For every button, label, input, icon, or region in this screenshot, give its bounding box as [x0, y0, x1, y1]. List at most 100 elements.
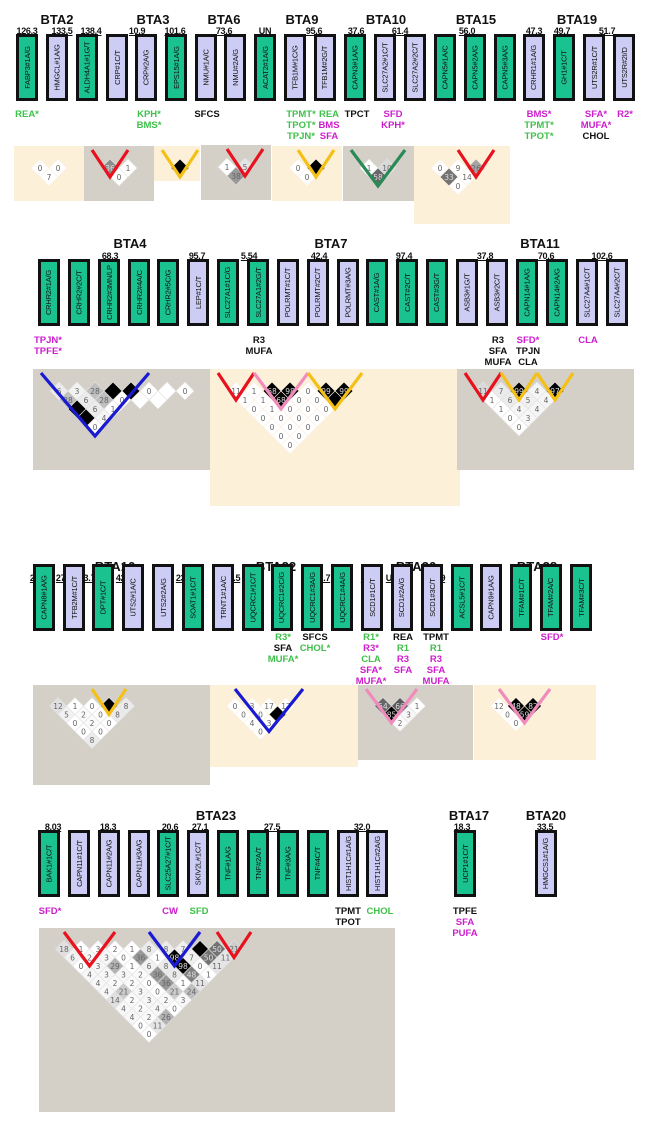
ld-value: 4	[102, 414, 107, 423]
ld-value: 0	[315, 396, 320, 405]
trait-label: TPFE	[452, 906, 478, 917]
trait-label: TPJN*	[34, 335, 62, 346]
ld-value: 0	[147, 1030, 152, 1039]
position-label: UN	[258, 26, 272, 36]
trait-label: SFA	[488, 346, 508, 357]
gene-marker-label: CAPN9#1A/G	[486, 575, 496, 620]
gene-marker-label: NMU#1A/C	[201, 49, 211, 86]
ld-value: 8	[115, 711, 120, 720]
ld-value: 1	[499, 405, 504, 414]
trait-label: SFA*	[584, 109, 608, 120]
gene-marker: SCD1#2A/G	[391, 564, 413, 631]
trait-label-group: CHOL	[367, 906, 394, 917]
gene-marker: POLRMT#2C/T	[307, 259, 329, 326]
ld-value: 68	[276, 396, 286, 405]
trait-label-group: SFD	[190, 906, 209, 917]
trait-label: SFD*	[516, 335, 540, 346]
ld-value: 0	[38, 164, 43, 173]
trait-label: BMS*	[136, 120, 162, 131]
ld-value: 0	[438, 164, 443, 173]
gene-marker-label: ASB3#1G/T	[462, 273, 472, 312]
gene-marker: POLRMT#3A/G	[337, 259, 359, 326]
ld-value: 98	[285, 387, 295, 396]
haplotype-block-outline	[497, 688, 552, 726]
chromosome-title: BTA20	[525, 808, 567, 823]
position-label: 37.8	[476, 251, 494, 261]
haplotype-block-outline	[216, 372, 256, 403]
ld-value: 1	[130, 945, 135, 954]
trait-label: MUFA*	[355, 676, 387, 687]
ld-value: 7	[189, 954, 194, 963]
ld-value: 0	[81, 728, 86, 737]
ld-value: 8	[164, 945, 169, 954]
gene-marker-label: CAST#3G/T	[432, 272, 442, 313]
ld-cell	[175, 381, 195, 401]
haplotype-block-outline	[364, 688, 419, 726]
gene-marker-label: UTS2R#1C/T	[589, 45, 599, 90]
gene-marker-label: TNF#2A/T	[253, 847, 263, 880]
ld-value: 2	[113, 979, 118, 988]
trait-label: KPH*	[137, 109, 161, 120]
trait-label: R3	[252, 335, 266, 346]
ld-value: 5	[526, 396, 531, 405]
trait-label-group: TPJN*TPFE*	[34, 335, 62, 357]
trait-label: R3*	[363, 643, 379, 654]
gene-marker-label: TNF#4C/T	[313, 846, 323, 881]
trait-label: TPOT	[335, 917, 361, 928]
position-label: 56.0	[458, 26, 476, 36]
gene-marker: TRNT1#1A/C	[212, 564, 234, 631]
ld-value: 0	[315, 414, 320, 423]
gene-marker-label: UQCRC1#2C/G	[277, 571, 287, 624]
gene-marker-label: GH1#1C/T	[559, 50, 569, 85]
gene-marker: SLC27A4#1C/T	[576, 259, 598, 326]
ld-value: 0	[155, 988, 160, 997]
ld-value: 17	[281, 702, 291, 711]
ld-value: 17	[264, 702, 274, 711]
position-label: 133.5	[51, 26, 73, 36]
gene-marker-label: TFAM#3C/T	[576, 578, 586, 617]
chromosome-title: BTA15	[455, 12, 497, 27]
ld-value: 0	[279, 432, 284, 441]
gene-marker-label: TFB2M#1C/T	[69, 575, 79, 620]
position-label: 33.7	[78, 573, 96, 583]
ld-value: 0	[261, 414, 266, 423]
gene-marker: DPT#1C/T	[92, 564, 114, 631]
position-label: 126.3	[16, 26, 38, 36]
ld-value: 1	[261, 396, 266, 405]
ld-value: 1	[130, 962, 135, 971]
gene-marker: CRHR1#1A/G	[523, 34, 545, 101]
trait-label-group: SFD*	[39, 906, 62, 917]
trait-label-group: SFD*	[541, 632, 564, 643]
ld-value: 3	[181, 996, 186, 1005]
gene-marker-label: ALDH4A1#1G/T	[82, 41, 92, 94]
trait-label: BMS	[318, 120, 340, 131]
gene-marker: TNF#3A/G	[277, 830, 299, 897]
ld-value: 4	[250, 719, 255, 728]
gene-marker: CAPN9#1A/G	[480, 564, 502, 631]
gene-marker: NMU#1A/C	[195, 34, 217, 101]
gene-marker-label: LEP#1C/T	[193, 276, 203, 309]
ld-value: 0	[198, 962, 203, 971]
position-label: 97.4	[395, 251, 413, 261]
ld-value: 0	[305, 173, 310, 182]
gene-marker-label: UTS2#1A/C	[128, 578, 138, 617]
gene-marker: CRHR2#4A/C	[128, 259, 150, 326]
trait-label-group: CW	[162, 906, 178, 917]
chromosome-title: BTA17	[448, 808, 490, 823]
gene-marker-label: UCP1#1C/T	[460, 844, 470, 883]
ld-value: 8	[90, 736, 95, 745]
ld-value: 2	[113, 945, 118, 954]
haplotype-block-outline	[62, 931, 117, 969]
ld-value: 14	[110, 996, 120, 1005]
trait-label: MUFA*	[267, 654, 299, 665]
ld-value: 0	[514, 719, 519, 728]
ld-value: 1	[79, 945, 84, 954]
trait-label: TPFE*	[34, 346, 62, 357]
position-label: 42.4	[310, 251, 328, 261]
